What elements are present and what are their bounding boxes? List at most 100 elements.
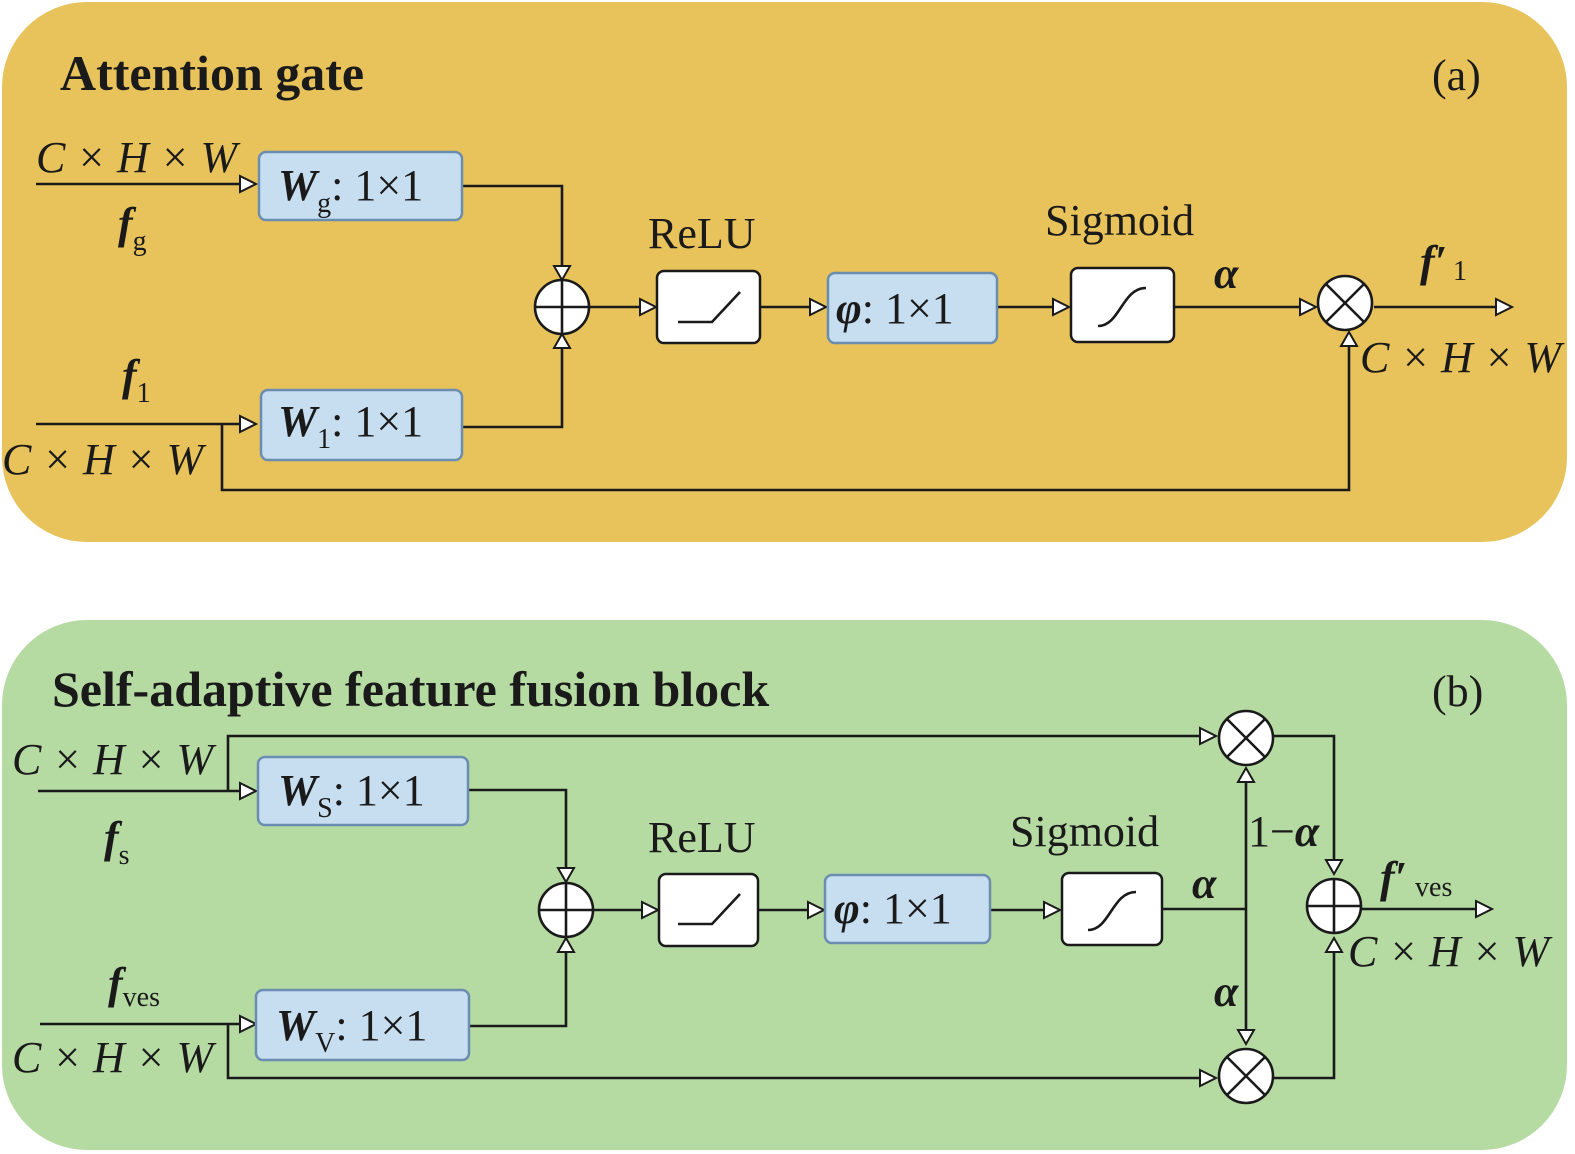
multiply-operator-icon [1217, 1047, 1275, 1105]
add-operator-icon [537, 881, 595, 939]
input-v-symbol: f [108, 959, 127, 1008]
open-arrowhead-icon [1199, 726, 1219, 746]
svg-text:f′ves: f′ ves [1380, 853, 1452, 903]
svg-text:f1: f1 [122, 351, 151, 409]
phi-block: φ: 1×1 [826, 271, 999, 345]
conv-wv-subscript: V [315, 1028, 335, 1059]
input-g-dims: C × H × W [36, 133, 241, 182]
svg-text:φ: 1×1: φ: 1×1 [834, 884, 952, 933]
conv-wg-kernel: : 1×1 [331, 161, 423, 210]
alpha-label: α [1214, 249, 1239, 298]
input-g-symbol: f [118, 199, 137, 248]
add-operator-icon [1305, 877, 1363, 935]
open-arrowhead-icon [239, 781, 259, 801]
conv-wg-symbol: W [278, 161, 320, 210]
open-arrowhead-icon [807, 900, 827, 920]
conv-wv-block: WV: 1×1 [254, 988, 471, 1062]
input-g-subscript: g [133, 226, 147, 257]
conv-ws-block: WS: 1×1 [256, 755, 470, 827]
relu-label: ReLU [648, 209, 756, 258]
sigmoid-curve-icon [1087, 890, 1137, 932]
conv-ws-subscript: S [317, 793, 333, 824]
open-arrowhead-icon [809, 297, 829, 317]
conv-wg-block: Wg: 1×1 [257, 150, 464, 222]
panel-b-arrowheads [239, 726, 1495, 1088]
panel-a-tag: (a) [1432, 51, 1481, 100]
input-v-dims: C × H × W [12, 1033, 217, 1082]
output-dims: C × H × W [1360, 333, 1565, 382]
open-arrowhead-icon [639, 297, 659, 317]
phi-symbol: φ [836, 284, 862, 333]
open-arrowhead-icon [1043, 900, 1063, 920]
input-l-symbol: f [122, 351, 141, 400]
panel-fusion-block: Self-adaptive feature fusion block (b) [2, 620, 1567, 1150]
open-arrowhead-icon [1199, 1068, 1219, 1088]
conv-wl-block: W1: 1×1 [259, 388, 464, 462]
output-prime-b: ′ [1395, 853, 1407, 902]
svg-text:fg: fg [118, 199, 147, 257]
relu-curve-icon [678, 893, 741, 926]
open-arrowhead-icon [1475, 899, 1495, 919]
open-arrowhead-icon [556, 935, 576, 953]
phi-block-b: φ: 1×1 [823, 873, 992, 945]
svg-text:φ: 1×1: φ: 1×1 [836, 284, 954, 333]
relu-curve-icon [678, 291, 741, 324]
input-l-dims: C × H × W [2, 435, 207, 484]
open-arrowhead-icon [1324, 935, 1344, 953]
multiply-operator-icon [1217, 709, 1275, 767]
open-arrowhead-icon [1052, 297, 1072, 317]
svg-text:Wg: 1×1: Wg: 1×1 [278, 161, 423, 219]
open-arrowhead-icon [552, 331, 572, 349]
sigmoid-label: Sigmoid [1045, 196, 1194, 245]
output-symbol-b: f [1380, 853, 1399, 902]
conv-wl-symbol: W [278, 397, 320, 446]
input-s-dims: C × H × W [12, 735, 217, 784]
svg-text:fves: fves [108, 959, 160, 1013]
alpha-label-b: α [1192, 859, 1217, 908]
open-arrowhead-icon [556, 867, 576, 885]
svg-text:W1: 1×1: W1: 1×1 [278, 397, 423, 455]
input-l-subscript: 1 [137, 378, 151, 409]
open-arrowhead-icon [239, 414, 259, 434]
open-arrowhead-icon [641, 900, 661, 920]
open-arrowhead-icon [239, 174, 259, 194]
svg-text:WS: 1×1: WS: 1×1 [278, 766, 425, 824]
output-symbol: f [1420, 237, 1439, 286]
panel-b-title: Self-adaptive feature fusion block [52, 661, 769, 717]
one-minus-alpha-symbol: α [1295, 807, 1320, 856]
relu-block [655, 269, 762, 345]
open-arrowhead-icon [1236, 1029, 1256, 1047]
svg-text:1−α: 1−α [1248, 807, 1320, 856]
svg-text:f′1: f′1 [1420, 237, 1467, 287]
open-arrowhead-icon [1324, 859, 1344, 877]
panel-a-arrowheads [239, 174, 1515, 434]
output-subscript: 1 [1453, 256, 1467, 287]
phi-kernel: : 1×1 [862, 284, 954, 333]
sigmoid-curve-icon [1097, 286, 1147, 328]
panel-b-wires [38, 734, 1478, 1080]
conv-wg-subscript: g [317, 188, 331, 219]
sigmoid-label-b: Sigmoid [1010, 807, 1159, 856]
output-subscript-b: ves [1415, 872, 1452, 903]
svg-text:fs: fs [104, 813, 130, 871]
alpha-label-b-lower: α [1214, 967, 1239, 1016]
relu-block-b [657, 872, 760, 948]
open-arrowhead-icon [239, 1014, 259, 1034]
open-arrowhead-icon [1299, 297, 1319, 317]
panel-b-tag: (b) [1432, 667, 1483, 716]
conv-wv-symbol: W [276, 1001, 318, 1050]
one-minus-prefix: 1− [1248, 807, 1295, 856]
svg-text:WV: 1×1: WV: 1×1 [276, 1001, 427, 1059]
add-operator-icon [533, 278, 591, 336]
panel-attention-gate: Attention gate (a) [2, 2, 1567, 542]
conv-wl-kernel: : 1×1 [331, 397, 423, 446]
panel-a-title: Attention gate [60, 45, 364, 101]
conv-ws-kernel: : 1×1 [333, 766, 425, 815]
output-dims-b: C × H × W [1348, 927, 1553, 976]
open-arrowhead-icon [1236, 765, 1256, 783]
input-s-subscript: s [119, 840, 130, 871]
conv-wv-kernel: : 1×1 [335, 1001, 427, 1050]
multiply-operator-icon [1316, 274, 1374, 332]
phi-kernel-b: : 1×1 [860, 884, 952, 933]
